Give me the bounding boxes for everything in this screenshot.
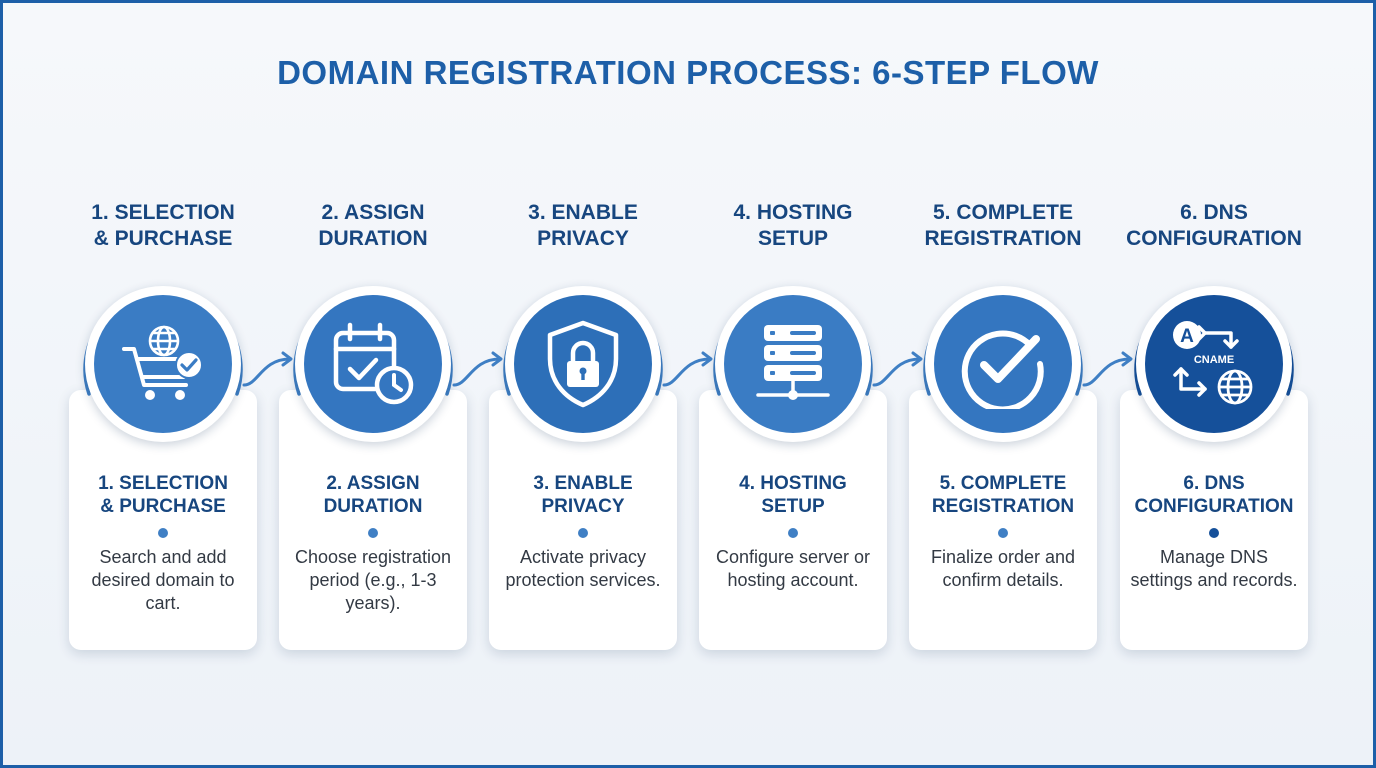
step-5-description: Finalize order and confirm details. <box>930 547 1076 590</box>
bullet-dot <box>158 528 168 538</box>
step-1-description: Search and add desired domain to cart. <box>91 547 235 613</box>
bullet-dot <box>1209 528 1219 538</box>
connector-arrow-5-6 <box>1082 351 1133 387</box>
step-1-heading: 1. SELECTION& PURCHASE <box>91 201 235 250</box>
step-3-badge <box>505 286 661 442</box>
bullet-dot <box>368 528 378 538</box>
step-6-badge: A CNAME <box>1136 286 1292 442</box>
shopping-cart-globe-icon <box>122 325 203 400</box>
step-2-badge <box>295 286 451 442</box>
connector-arrow-2-3 <box>452 351 503 387</box>
connector-arrow-3-4 <box>662 351 713 387</box>
checkmark-icon <box>961 330 1044 409</box>
step-1-disc <box>94 295 232 433</box>
step-1-card-title: 1. SELECTION& PURCHASE <box>98 473 228 517</box>
connector-arrow-1-2 <box>242 351 293 387</box>
record-a-label: A <box>1180 326 1194 347</box>
step-5-badge <box>925 286 1081 442</box>
record-cname-label: CNAME <box>1194 354 1234 366</box>
step-2-disc <box>304 295 442 433</box>
step-6-description: Manage DNS settings and records. <box>1130 547 1298 590</box>
step-1: 1. SELECTION& PURCHASE 1. SELECTION& PUR… <box>63 0 263 768</box>
step-6-disc: A CNAME <box>1145 295 1283 433</box>
step-4-badge <box>715 286 871 442</box>
dns-records-icon: A CNAME <box>1173 321 1253 405</box>
step-4-description: Configure server or hosting account. <box>715 547 871 590</box>
step-3-disc <box>514 295 652 433</box>
step-4-disc <box>724 295 862 433</box>
calendar-clock-icon <box>333 322 414 405</box>
bullet-dot <box>998 528 1008 538</box>
server-icon <box>756 325 830 400</box>
shield-lock-icon <box>547 320 619 408</box>
step-3-description: Activate privacy protection services. <box>505 547 661 590</box>
bullet-dot <box>788 528 798 538</box>
step-1-badge <box>85 286 241 442</box>
connector-arrow-4-5 <box>872 351 923 387</box>
bullet-dot <box>578 528 588 538</box>
page-title: DOMAIN REGISTRATION PROCESS: 6-STEP FLOW <box>277 54 1099 91</box>
step-2-description: Choose registration period (e.g., 1-3 ye… <box>294 547 452 613</box>
step-5-disc <box>934 295 1072 433</box>
